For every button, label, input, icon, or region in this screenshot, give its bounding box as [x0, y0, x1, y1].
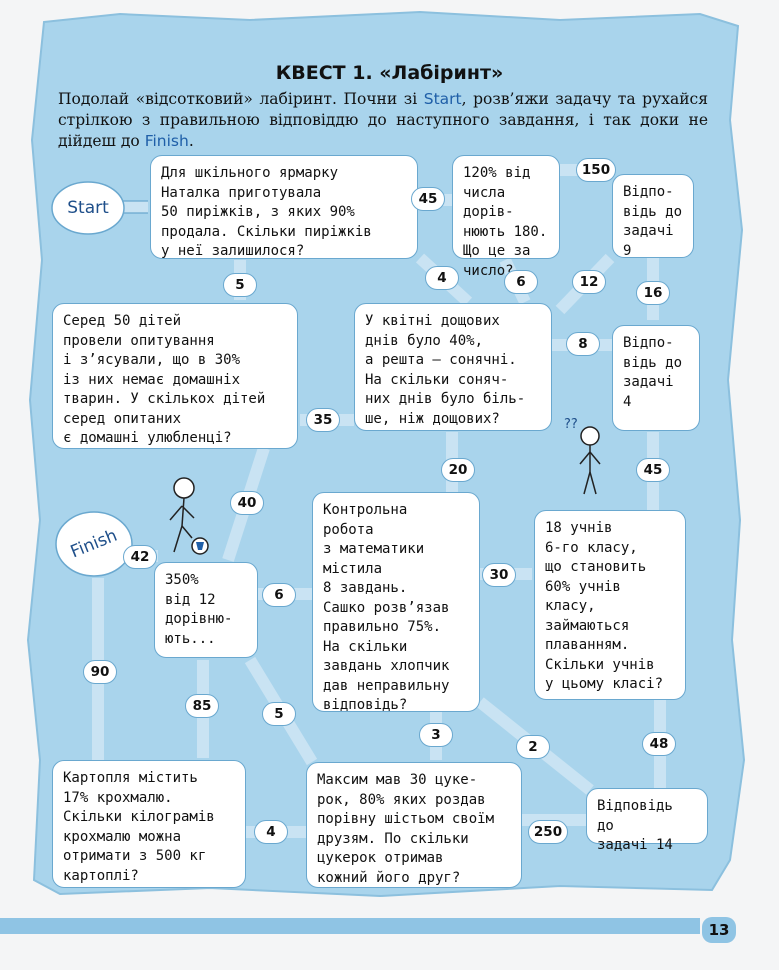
- arrow-label-3: 3: [419, 723, 453, 747]
- task-350-percent: 350% від 12 дорівню- ють...: [154, 562, 258, 658]
- arrow-label-8: 8: [566, 332, 600, 356]
- arrow-label-150: 150: [576, 158, 616, 182]
- arrow-label-30: 30: [482, 563, 516, 587]
- arrow-label-4: 4: [425, 266, 459, 290]
- arrow-label-6: 6: [504, 270, 538, 294]
- arrow-label-2: 2: [516, 735, 550, 759]
- arrow-label-16: 16: [636, 281, 670, 305]
- answer-task-4: Відпо- відь до задачі 4: [612, 325, 700, 431]
- page-title: КВЕСТ 1. «Лабіринт»: [0, 62, 779, 84]
- task-swimming: 18 учнів 6-го класу, що становить 60% уч…: [534, 510, 686, 700]
- arrow-label-90: 90: [83, 660, 117, 684]
- arrow-label-250: 250: [528, 820, 568, 844]
- soccer-player-illustration: [158, 476, 214, 558]
- task-april: У квітні дощових днів було 40%, а решта …: [354, 303, 552, 431]
- arrow-label-5-b: 5: [262, 702, 296, 726]
- thinking-figure-illustration: ??: [562, 414, 606, 498]
- svg-text:??: ??: [564, 417, 578, 432]
- task-test: Контрольна робота з математики містила 8…: [312, 492, 480, 712]
- answer-task-9: Відпо- відь до задачі 9: [612, 174, 694, 258]
- arrow-label-4-b: 4: [254, 820, 288, 844]
- arrow-label-45-b: 45: [636, 458, 670, 482]
- instructions-start-word: Start: [424, 90, 462, 108]
- instructions-text-1: Подолай «відсотковий» лабіринт. Почни зі: [58, 90, 424, 108]
- task-candies: Максим мав 30 цуке- рок, 80% яких роздав…: [306, 762, 522, 888]
- arrow-label-45: 45: [411, 187, 445, 211]
- instructions-finish-word: Finish: [145, 132, 189, 150]
- task-pies: Для шкільного ярмарку Наталка приготувал…: [150, 155, 418, 259]
- arrow-label-35: 35: [306, 408, 340, 432]
- instructions: Подолай «відсотковий» лабіринт. Почни зі…: [58, 89, 708, 152]
- arrow-label-48: 48: [642, 732, 676, 756]
- arrow-label-5: 5: [223, 273, 257, 297]
- task-survey: Серед 50 дітей провели опитування і з’яс…: [52, 303, 298, 449]
- page-number: 13: [702, 917, 736, 943]
- instructions-text-3: .: [189, 132, 194, 150]
- arrow-label-40: 40: [230, 491, 264, 515]
- arrow-label-85: 85: [185, 694, 219, 718]
- answer-task-14: Відповідь до задачі 14: [586, 788, 708, 844]
- start-label: Start: [50, 180, 126, 236]
- arrow-label-12: 12: [572, 270, 606, 294]
- arrow-label-42: 42: [123, 545, 157, 569]
- task-120-percent: 120% від числа дорів- нюють 180. Що це з…: [452, 155, 560, 259]
- arrow-label-20: 20: [441, 458, 475, 482]
- task-potatoes: Картопля містить 17% крохмалю. Скільки к…: [52, 760, 246, 888]
- arrow-label-6-b: 6: [262, 583, 296, 607]
